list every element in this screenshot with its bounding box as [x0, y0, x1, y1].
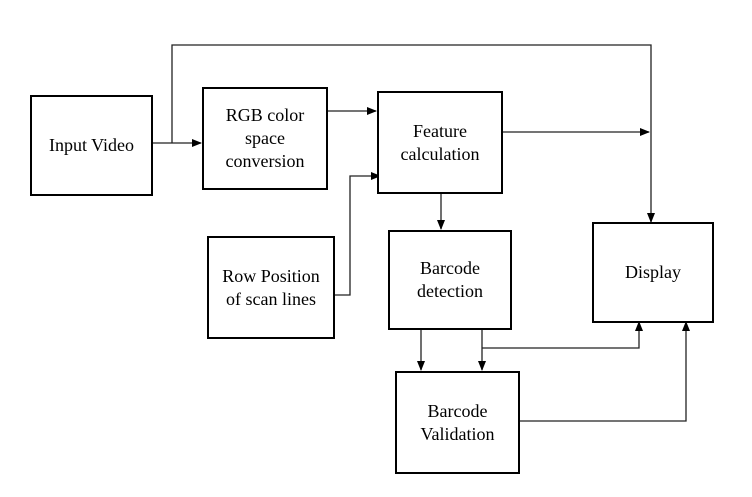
- barcode-detection-box: Barcode detection: [388, 230, 512, 330]
- barcode-validation-label: Barcode Validation: [420, 400, 495, 444]
- row-position-box: Row Position of scan lines: [207, 236, 335, 339]
- display-box: Display: [592, 222, 714, 323]
- arrow-input-bypass-to-display: [171, 44, 655, 223]
- rgb-conversion-label: RGB color space conversion: [225, 105, 305, 171]
- arrow-detection-to-display: [482, 321, 643, 349]
- row-position-label: Row Position of scan lines: [222, 265, 320, 309]
- barcode-detection-label: Barcode detection: [417, 258, 483, 301]
- arrow-rowpos-to-feature: [334, 172, 381, 296]
- barcode-validation-box: Barcode Validation: [395, 371, 520, 474]
- feature-calculation-label: Feature calculation: [400, 120, 480, 164]
- arrow-validation-to-display: [519, 321, 690, 422]
- display-label: Display: [625, 262, 681, 282]
- input-video-label: Input Video: [48, 135, 135, 155]
- input-video-box: Input Video: [30, 95, 153, 196]
- rgb-conversion-box: RGB color space conversion: [202, 87, 328, 190]
- feature-calculation-box: Feature calculation: [377, 91, 503, 194]
